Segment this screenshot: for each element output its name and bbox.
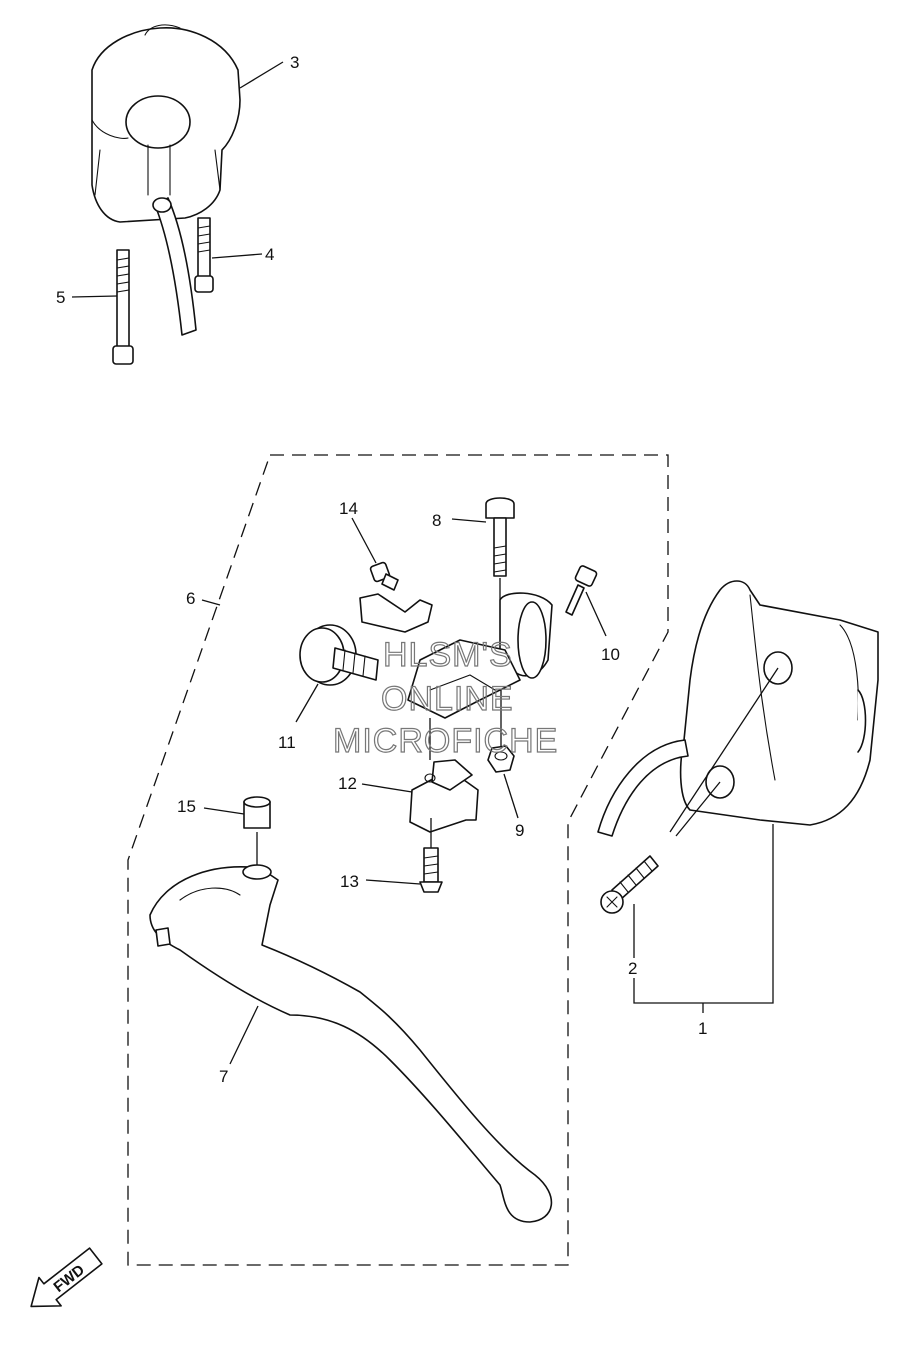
callout-7: 7 <box>219 1067 228 1086</box>
screw-14 <box>369 561 399 591</box>
callout-13: 13 <box>340 872 359 891</box>
callout-11: 11 <box>278 733 296 752</box>
lever-holder <box>359 592 553 719</box>
watermark: HLSM'S ONLINE MICROFICHE <box>332 635 558 760</box>
lever-7 <box>149 864 553 1223</box>
callout-10: 10 <box>601 645 620 664</box>
adjuster-knob-11 <box>299 624 379 686</box>
callout-5: 5 <box>56 288 65 307</box>
screw-13 <box>419 847 443 893</box>
screw-5 <box>112 249 134 365</box>
callout-9: 9 <box>515 821 524 840</box>
switch-housing-upper <box>91 24 241 336</box>
nut-9 <box>487 745 515 773</box>
callout-15: 15 <box>177 797 196 816</box>
fwd-direction-badge: FWD <box>30 1247 103 1308</box>
leader-lines <box>71 61 779 1065</box>
screw-2 <box>600 855 659 914</box>
watermark-line-2: ONLINE <box>381 680 514 718</box>
callout-2: 2 <box>628 959 637 978</box>
watermark-line-1: HLSM'S <box>383 636 513 674</box>
callout-14: 14 <box>339 499 358 518</box>
screw-4 <box>194 217 214 293</box>
fwd-arrow-icon <box>30 1247 103 1308</box>
callout-8: 8 <box>432 511 441 530</box>
screw-10 <box>565 565 598 616</box>
watermark-line-3: MICROFICHE <box>333 722 558 760</box>
switch-housing-right <box>597 580 879 837</box>
collar-15 <box>243 796 271 829</box>
callout-1: 1 <box>698 1019 707 1038</box>
callout-labels: 3 4 5 6 14 8 10 11 12 9 15 13 2 1 7 <box>56 53 707 1086</box>
pivot-bolt-8 <box>485 497 515 577</box>
callout-12: 12 <box>338 774 357 793</box>
switch-block-12 <box>409 759 479 833</box>
callout-4: 4 <box>265 245 274 264</box>
callout-6: 6 <box>186 589 195 608</box>
assembly-boundary <box>127 454 669 1266</box>
callout-3: 3 <box>290 53 299 72</box>
